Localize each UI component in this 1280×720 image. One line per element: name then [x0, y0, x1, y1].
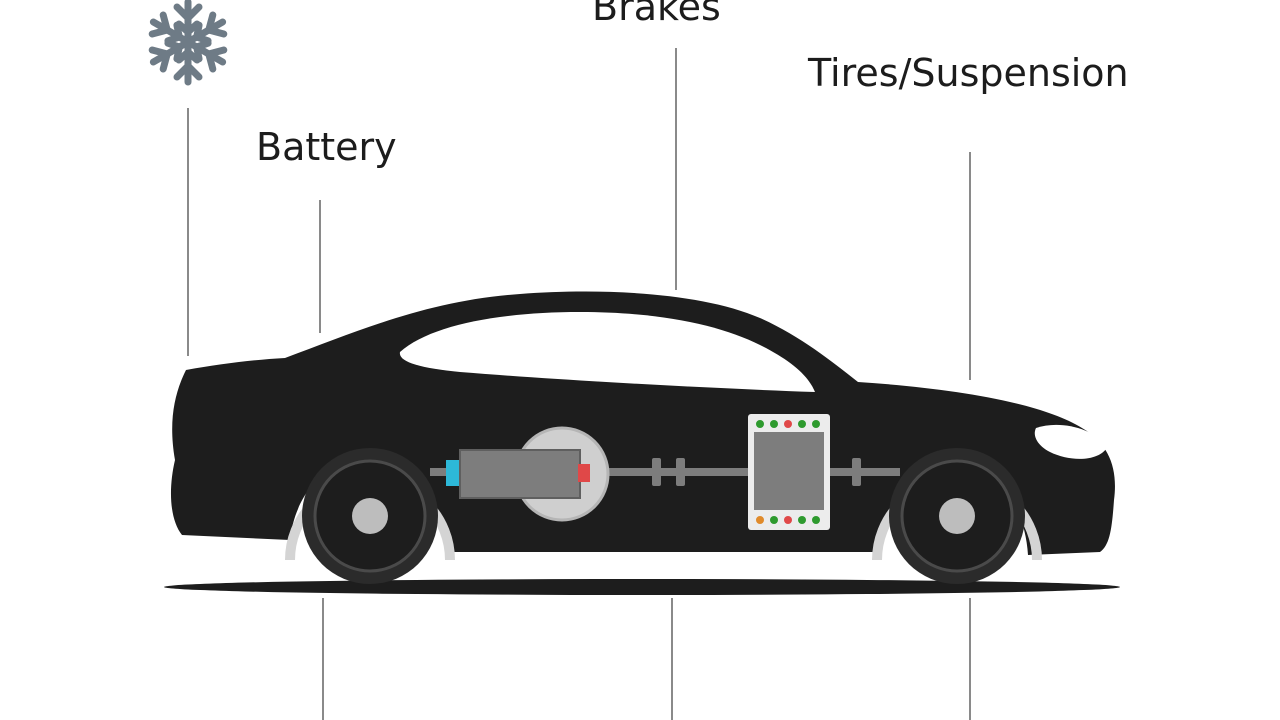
snowflake-icon	[148, 0, 228, 82]
car-window	[399, 312, 815, 392]
rear-wheel	[285, 448, 455, 584]
battery-unit	[446, 449, 590, 499]
shaft-couplings	[652, 458, 861, 486]
control-module	[748, 414, 830, 530]
ground-shadow	[164, 579, 1120, 595]
headlight	[1034, 424, 1108, 459]
label-brakes: Brakes	[592, 0, 721, 29]
front-wheel	[872, 448, 1042, 584]
label-battery: Battery	[256, 125, 397, 169]
label-tires-suspension: Tires/Suspension	[808, 51, 1129, 95]
drive-shaft	[430, 468, 900, 476]
